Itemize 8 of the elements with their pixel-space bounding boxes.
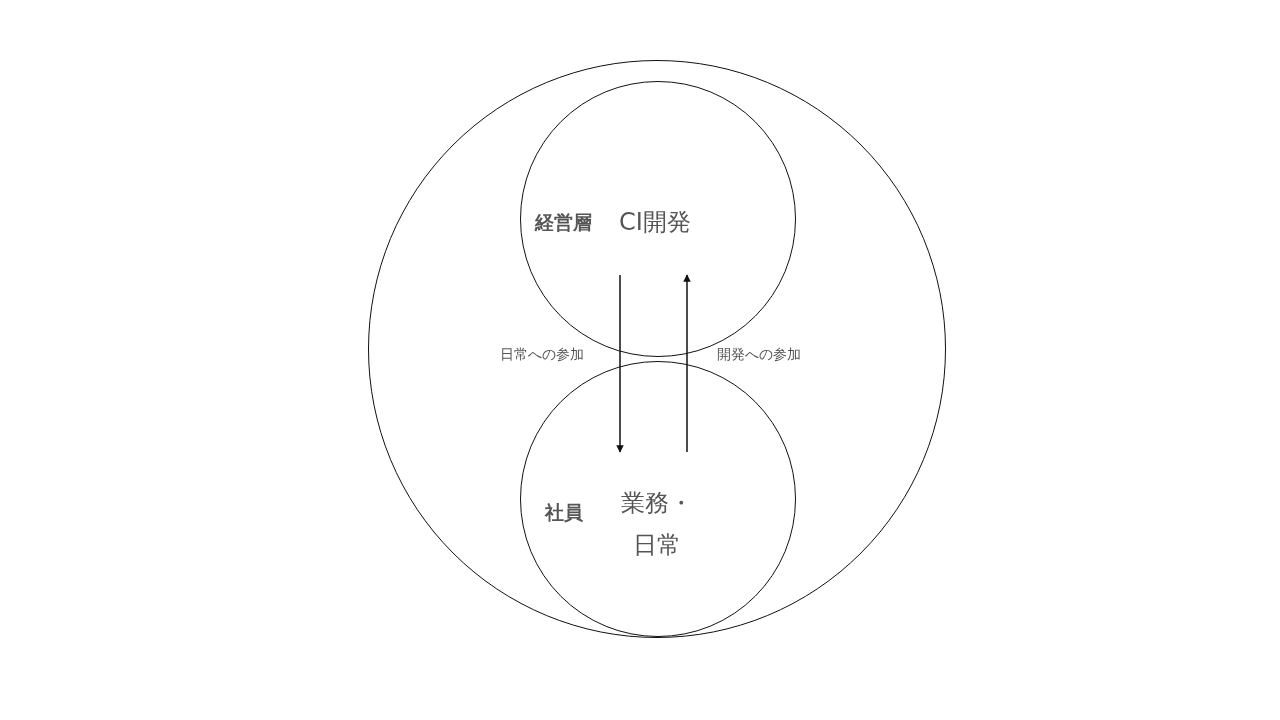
group-label: 社員 bbox=[545, 500, 583, 525]
circle-title: 業務・日常 bbox=[619, 488, 694, 561]
edge-label: 開発への参加 bbox=[717, 346, 801, 364]
arrow bbox=[683, 274, 691, 453]
circle-title: CI開発 bbox=[619, 207, 691, 238]
arrow bbox=[616, 274, 624, 453]
edge-label: 日常への参加 bbox=[500, 346, 584, 364]
group-label: 経営層 bbox=[535, 210, 592, 235]
